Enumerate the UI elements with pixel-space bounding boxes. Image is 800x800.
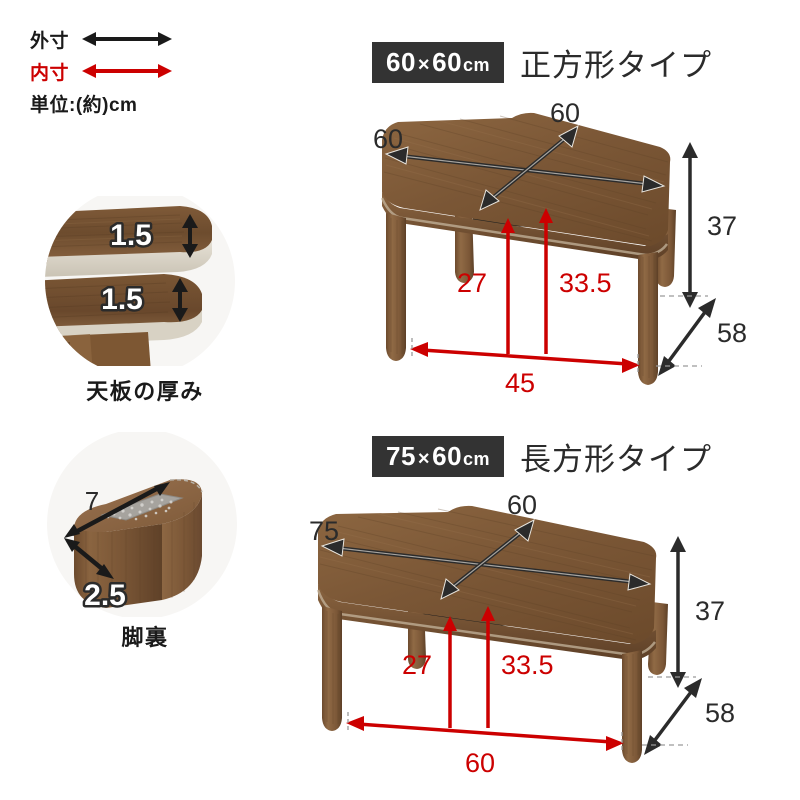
- tabletop-thickness-caption: 天板の厚み: [86, 379, 204, 404]
- inner-dimension-arrow-icon: [82, 64, 172, 78]
- square-inner-top-arrow: [539, 208, 553, 354]
- square-inner-heater-label: 27: [457, 268, 487, 298]
- square-inner-width-arrow: [410, 338, 640, 373]
- legend-row-inner: 内寸: [30, 56, 230, 86]
- rectangle-width-label: 75: [309, 516, 339, 546]
- tabletop-thickness-upper-label: 1.5: [110, 219, 152, 252]
- rectangle-diagonal-dimension-arrow: [642, 678, 702, 755]
- rectangle-inner-width-label: 60: [465, 748, 495, 778]
- square-inner-top-label: 33.5: [559, 268, 612, 298]
- rectangle-table-front-legs: [322, 606, 642, 763]
- thickness-arrow-lower: [172, 278, 188, 322]
- square-height-dimension-arrow: [660, 142, 708, 308]
- leg-width-arrow: [64, 538, 114, 579]
- leg-bottom-caption: 脚裏: [121, 625, 169, 650]
- square-type-heading: 60 × 60 cm 正方形タイプ: [372, 40, 712, 85]
- rectangle-depth-dimension-arrow: [440, 519, 535, 600]
- rectangle-table-top: [316, 505, 657, 660]
- square-size-badge: 60 × 60 cm: [372, 42, 505, 83]
- leg-bottom-illustration: 7 2.5: [30, 429, 260, 619]
- legend-inner-label: 内寸: [30, 62, 70, 84]
- rectangle-inner-heater-label: 27: [402, 650, 432, 680]
- rectangle-type-label: 長方形タイプ: [520, 442, 713, 477]
- rectangle-inner-width-arrow: [346, 712, 624, 751]
- square-width-label: 60: [373, 124, 403, 154]
- leg-length-label: 7: [85, 486, 99, 516]
- rectangle-width-dimension-arrow: [320, 538, 652, 591]
- square-height-label: 37: [707, 211, 737, 241]
- tabletop-thickness-lower-label: 1.5: [101, 283, 143, 316]
- square-depth-label: 60: [550, 100, 580, 128]
- rectangle-type-heading: 75 × 60 cm 長方形タイプ: [372, 434, 712, 479]
- square-badge-times: ×: [417, 54, 431, 76]
- square-table-top: [380, 112, 671, 260]
- leg-length-arrow: [64, 482, 170, 538]
- square-badge-unit: cm: [463, 55, 491, 75]
- rectangle-depth-label: 60: [507, 492, 537, 520]
- legend-outer-label: 外寸: [30, 30, 70, 52]
- square-badge-width: 60: [386, 47, 416, 77]
- square-diagonal-label: 58: [717, 318, 747, 348]
- rectangle-badge-unit: cm: [463, 449, 491, 469]
- square-depth-dimension-arrow: [479, 125, 579, 211]
- felt-pad-icon: [100, 493, 184, 521]
- square-inner-heater-arrow: [501, 218, 515, 354]
- square-inner-width-label: 45: [505, 368, 535, 398]
- leg-width-label: 2.5: [84, 579, 126, 612]
- square-table-front-legs: [386, 213, 658, 385]
- square-table-drawing: 60 60 37 58: [360, 98, 800, 410]
- rectangle-height-label: 37: [695, 596, 725, 626]
- outer-dimension-arrow-icon: [82, 32, 172, 46]
- rectangle-badge-times: ×: [417, 448, 431, 470]
- legend-unit-note: 単位:(約)cm: [30, 95, 138, 116]
- rectangle-inner-top-arrow: [481, 606, 495, 728]
- legend-row-outer: 外寸: [30, 24, 230, 54]
- leg-solid: [74, 479, 203, 608]
- rectangle-inner-heater-arrow: [443, 616, 457, 728]
- rectangle-badge-width: 75: [386, 441, 416, 471]
- rectangle-table-drawing: 75 60 37 58: [300, 490, 800, 792]
- rectangle-inner-top-label: 33.5: [501, 650, 554, 680]
- square-badge-depth: 60: [432, 47, 463, 77]
- rectangle-badge-depth: 60: [432, 441, 463, 471]
- rectangle-size-badge: 75 × 60 cm: [372, 436, 505, 477]
- rectangle-diagonal-label: 58: [705, 698, 735, 728]
- thickness-arrow-upper: [182, 214, 198, 258]
- square-type-label: 正方形タイプ: [520, 48, 713, 83]
- square-diagonal-dimension-arrow: [656, 298, 716, 376]
- legend: 外寸 内寸 単位:(約)cm: [30, 24, 230, 117]
- rectangle-height-dimension-arrow: [648, 536, 696, 688]
- tabletop-thickness-illustration: 1.5 1.5: [30, 186, 260, 376]
